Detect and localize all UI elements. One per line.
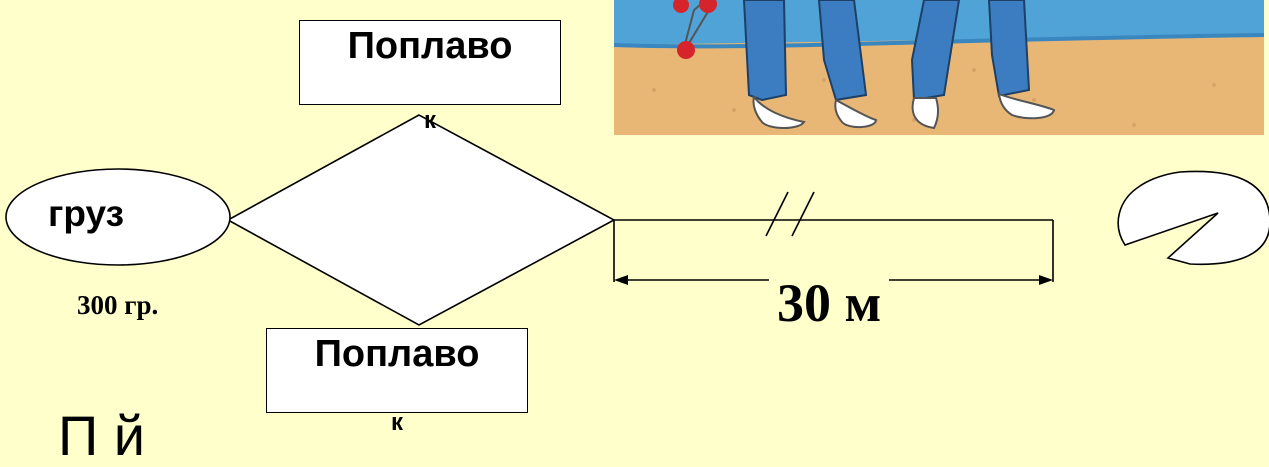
float-bottom-label-tail: к (390, 409, 403, 436)
weight-label: груз (48, 193, 125, 234)
float-top-label: Поплаво (347, 25, 513, 67)
rope-break-2 (791, 191, 815, 237)
dimension-arrowhead-left (614, 275, 628, 285)
weight-ellipse (5, 168, 231, 266)
float-bottom-box: Поплаво к (266, 328, 528, 435)
pacman-shape (1117, 170, 1269, 266)
fishermen-illustration (614, 0, 1264, 135)
illustration-art (614, 0, 1264, 135)
diagram-canvas (5, 114, 1269, 326)
float-top-label-tail: к (423, 107, 436, 134)
distance-label: 30 м (769, 272, 890, 334)
net-diamond (226, 114, 616, 326)
float-bottom-label: Поплаво (314, 333, 480, 375)
float-top-box: Поплаво к (299, 20, 561, 133)
dimension-arrowhead-right (1039, 275, 1053, 285)
weight-mass: 300 гр. (77, 290, 159, 320)
bottom-caption: П й (58, 404, 146, 467)
rope-break-1 (765, 191, 789, 237)
